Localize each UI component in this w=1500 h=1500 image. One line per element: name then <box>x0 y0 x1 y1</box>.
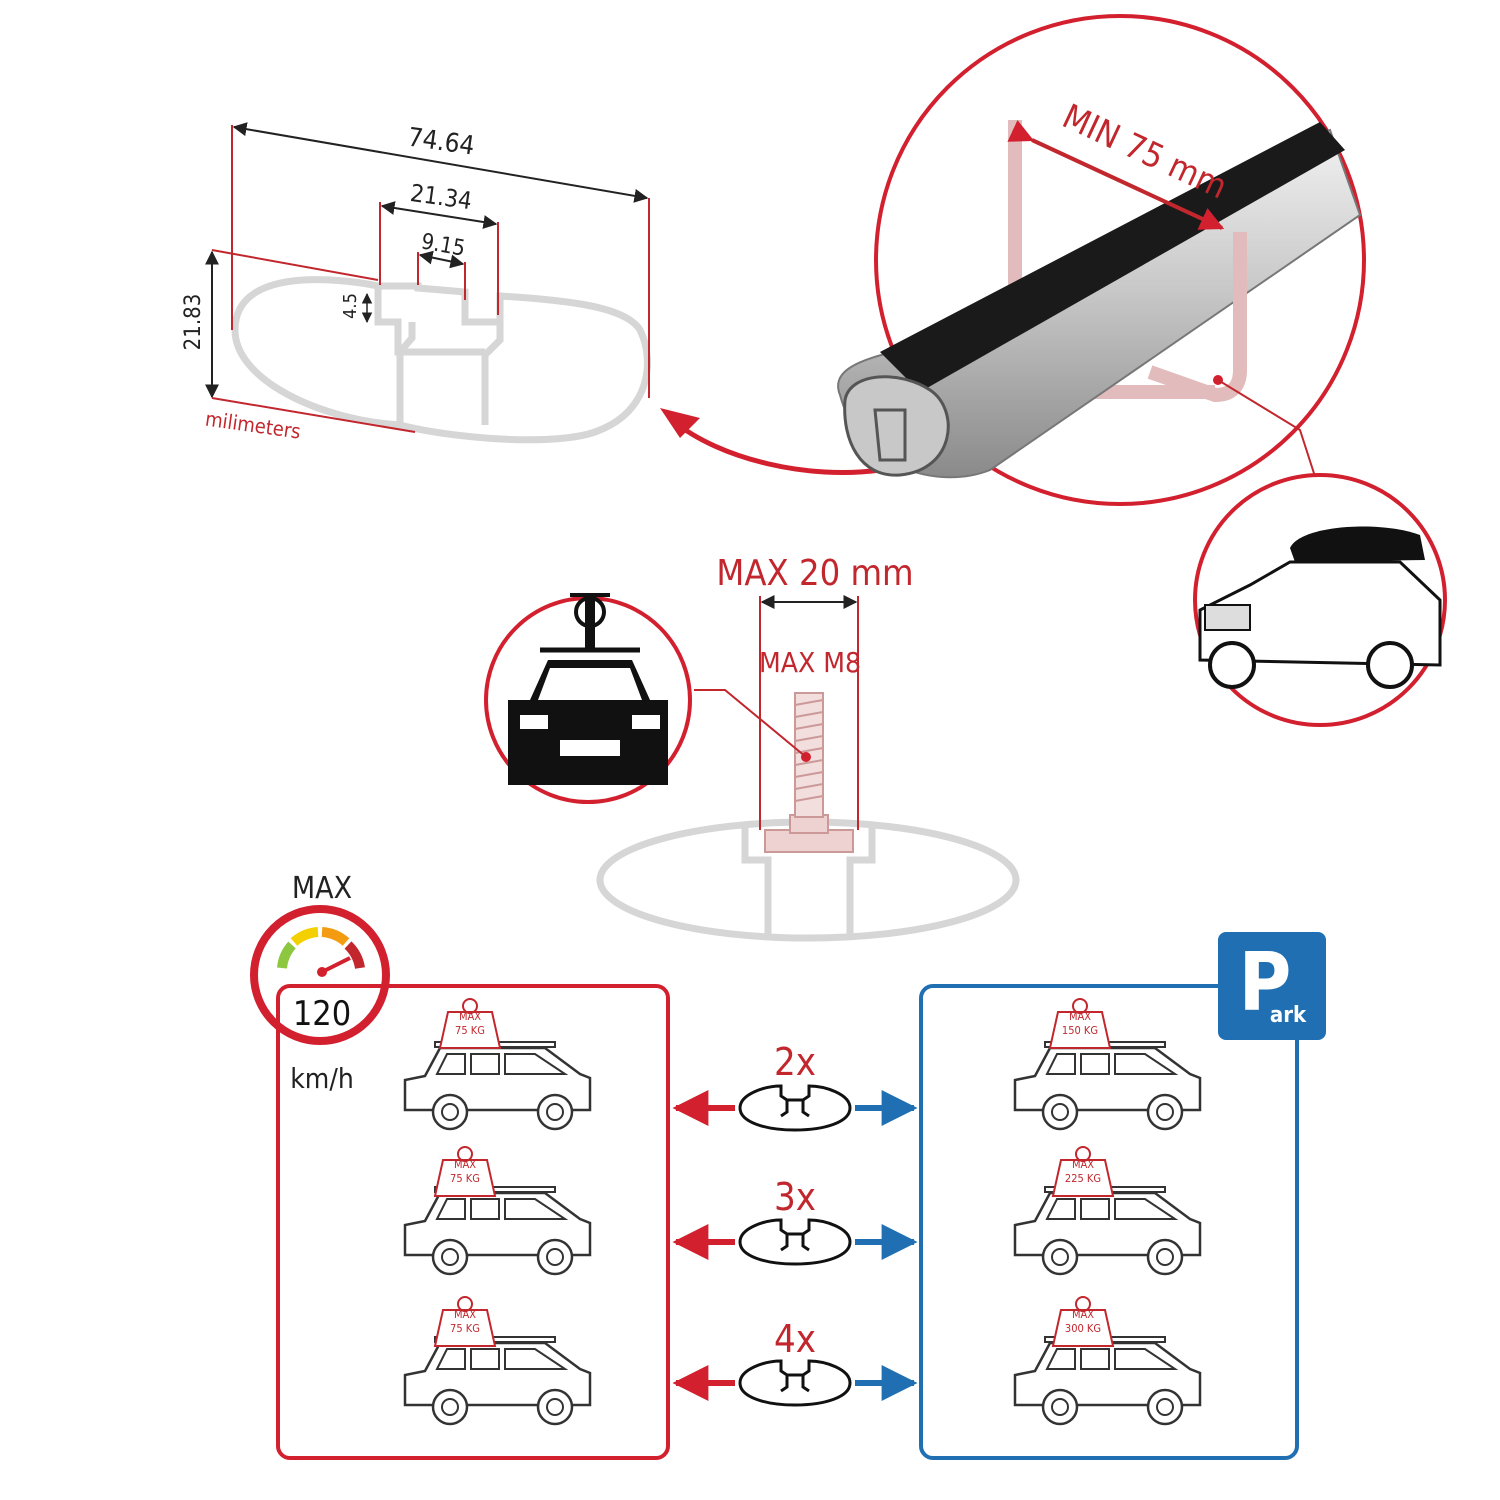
roof-box-icon <box>1290 526 1425 562</box>
bar-count: 2x <box>774 1040 816 1084</box>
speed-value: 120 <box>293 994 351 1034</box>
profile-outline-right <box>378 282 651 444</box>
speed-unit: km/h <box>290 1062 354 1095</box>
suv-roofbox-circle <box>1193 473 1447 727</box>
bar-closeup: MIN 75 mm <box>837 14 1366 506</box>
drive-load: 75 KG <box>450 1322 480 1335</box>
bar-count: 4x <box>774 1317 816 1361</box>
driving-panel <box>276 984 670 1460</box>
dim-slot-outer: 21.34 <box>409 179 474 215</box>
t-bolt-diagram: MAX 20 mm MAX M8 <box>596 553 1020 942</box>
max-m8-label: MAX M8 <box>759 646 861 679</box>
dim-width: 74.64 <box>406 123 476 162</box>
drive-load: 75 KG <box>455 1024 485 1037</box>
speed-gauge: MAX 120 km/h <box>250 871 390 1095</box>
pointer-arrow <box>670 418 881 476</box>
bar-count: 3x <box>774 1175 816 1219</box>
load-row-4x: MAX 75 KG MAX 300 KG 4x <box>403 1296 1202 1426</box>
load-row-3x: MAX 75 KG MAX 225 KG 3x <box>403 1146 1202 1276</box>
park-letter: P <box>1239 936 1292 1029</box>
car-bike-circle <box>484 593 692 804</box>
park-suffix: ark <box>1270 1003 1307 1028</box>
parking-panel <box>919 984 1299 1460</box>
speed-max-label: MAX <box>292 871 352 906</box>
park-load: 300 KG <box>1065 1322 1101 1335</box>
dim-slot-depth: 4.5 <box>340 293 361 319</box>
park-load-max: MAX <box>1072 1308 1094 1321</box>
park-load: 150 KG <box>1062 1024 1098 1037</box>
drive-load-max: MAX <box>454 1158 476 1171</box>
load-row-2x: MAX 75 KG MAX 150 KG 2x <box>403 998 1202 1132</box>
dim-height: 21.83 <box>181 294 206 351</box>
park-load-max: MAX <box>1069 1010 1091 1023</box>
drive-load: 75 KG <box>450 1172 480 1185</box>
max-20mm-label: MAX 20 mm <box>716 553 913 594</box>
drive-load-max: MAX <box>454 1308 476 1321</box>
pointer-arrow-head <box>660 408 700 438</box>
profile-outline <box>231 276 404 429</box>
park-sign: P ark <box>1218 932 1326 1040</box>
drive-load-max: MAX <box>459 1010 481 1023</box>
park-load-max: MAX <box>1072 1158 1094 1171</box>
unit-label: milimeters <box>204 407 302 444</box>
park-load: 225 KG <box>1065 1172 1101 1185</box>
profile-diagram: 74.64 21.34 9.15 21.83 4.5 milimeters <box>181 122 651 444</box>
